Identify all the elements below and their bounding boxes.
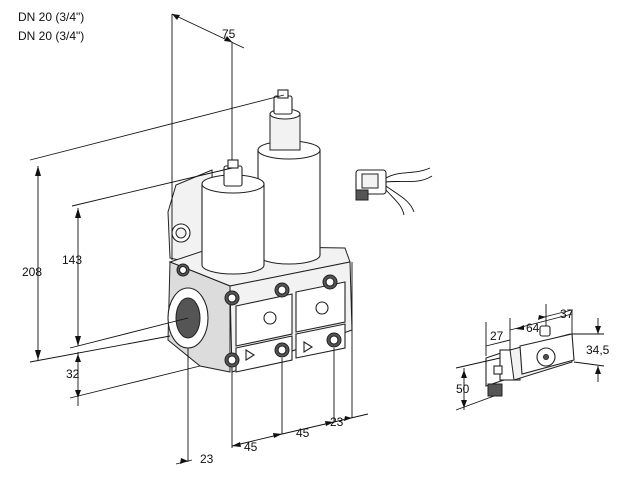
dimension-label-45-left: 45 (244, 440, 258, 454)
dimension-label-23-right: 23 (330, 415, 344, 429)
dimension-lines (29, 13, 605, 465)
solenoid-coils (201, 89, 321, 275)
header-line-1: DN 20 (3/4") (18, 10, 85, 24)
dimension-label-27: 27 (490, 329, 504, 343)
connector-plug (355, 167, 433, 216)
dimension-label-34-5: 34,5 (586, 343, 610, 357)
dimension-label-64: 64 (526, 321, 540, 335)
dimension-label-37: 37 (560, 307, 574, 321)
dimension-label-208: 208 (22, 265, 42, 279)
dimension-labels: 75 208 143 32 23 45 45 23 27 64 37 34,5 … (22, 27, 610, 466)
dimension-label-50: 50 (456, 382, 470, 396)
connector-detail (485, 325, 575, 397)
dimension-label-75: 75 (222, 27, 236, 41)
dimension-label-23-bottom: 23 (200, 452, 214, 466)
dimension-label-143: 143 (62, 253, 82, 267)
header-line-2: DN 20 (3/4") (18, 29, 85, 43)
dimension-label-32: 32 (66, 367, 80, 381)
dimension-label-45-right: 45 (296, 426, 310, 440)
